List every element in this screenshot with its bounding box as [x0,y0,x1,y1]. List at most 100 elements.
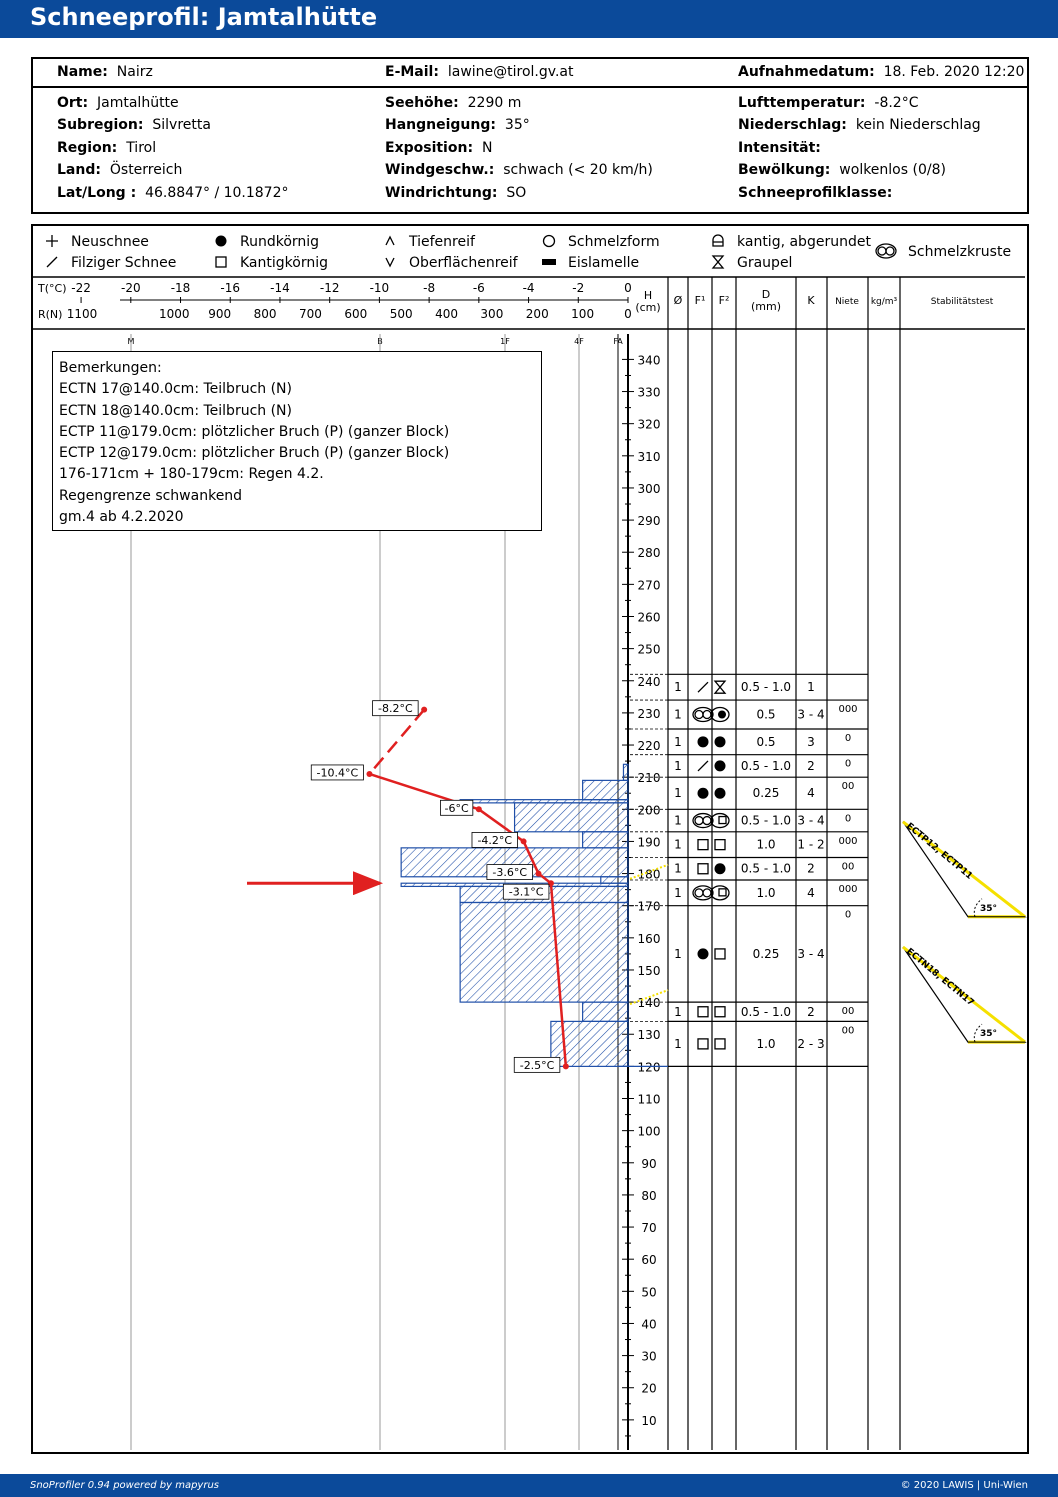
layer-niete: 000 [838,704,857,715]
double-circle-icon [702,709,712,720]
square-icon [697,838,709,851]
height-tick-label: 110 [638,1093,661,1107]
layer-d: 0.25 [753,786,780,800]
double-circle-icon [877,246,887,256]
layer-oe: 1 [674,1005,682,1019]
layer-k: 2 [807,1005,815,1019]
circle-square-icon [718,815,727,825]
circle-icon [542,234,556,248]
temperature-label-box [440,799,474,816]
square-icon [697,1006,709,1018]
r-tick-label: 1100 [67,307,98,321]
remarks-box: Bemerkungen: ECTN 17@140.0cm: Teilbruch … [52,351,542,531]
t-tick-label: -18 [171,281,191,295]
info-region: Region: Tirol [57,140,157,156]
height-tick-label: 210 [638,771,661,785]
r-tick-label: 500 [390,307,413,321]
legend-label: Kantigkörnig [240,255,328,271]
info-intensitaet: Intensität: [738,140,821,156]
square-icon [714,838,726,851]
angle-arc [973,898,983,917]
layer-k: 2 [807,862,815,876]
r-tick-label: 0 [624,307,632,321]
height-tick-label: 10 [641,1414,656,1428]
r-tick-label: 800 [254,307,277,321]
layer-niete: 00 [842,1006,855,1017]
temperature-segment [522,840,540,875]
filled-circle-icon [714,863,726,875]
double-circle-icon [885,246,895,256]
temperature-label: -3.6°C [492,866,527,879]
temperature-point [475,806,482,813]
r-tick-label: 200 [526,307,549,321]
height-tick-label: 240 [638,675,661,689]
temperature-point [421,706,428,713]
info-klasse: Schneeprofilklasse: [738,185,893,201]
height-tick-label: 70 [641,1221,656,1235]
legend-label: Tiefenreif [408,234,476,250]
graupel-icon [711,255,725,269]
temperature-label: -8.2°C [378,702,413,715]
info-bewoelkung: Bewölkung: wolkenlos (0/8) [738,162,946,178]
r-tick-label: 900 [208,307,231,321]
t-tick-label: 0 [624,281,632,295]
t-tick-label: -14 [270,281,290,295]
t-tick-label: -4 [523,281,535,295]
layer-k: 4 [807,786,815,800]
col-niete: Niete [835,297,859,307]
temperature-label-box [372,700,419,717]
filled-circle-icon [714,736,726,748]
square-icon [714,1006,726,1018]
legend-label: Eislamelle [568,255,639,271]
temperature-label: -6°C [445,802,469,815]
legend-label: Graupel [737,255,792,271]
remark-line: ECTP 12@179.0cm: plötzlicher Bruch (P) (… [59,445,450,462]
stability-height-marker [629,863,669,880]
caret-up-icon [385,235,395,246]
angle-arc [973,1023,983,1043]
height-tick-label: 290 [638,514,661,528]
bar-icon [542,259,556,265]
temperature-label-box [310,764,364,781]
h-axis-unit: (cm) [635,301,660,314]
filled-circle-icon [215,235,227,247]
double-circle-icon [702,815,712,826]
legend-label: kantig, abgerundet [737,234,871,250]
info-seehoehe: Seehöhe: 2290 m [385,95,522,111]
hardness-bar [582,1001,629,1022]
layer-k: 3 [807,735,815,749]
col-oe: Ø [674,294,683,307]
square-icon [714,1038,726,1050]
legend-label: Neuschnee [71,234,149,250]
temperature-label: -2.5°C [520,1059,555,1072]
layer-oe: 1 [674,759,682,773]
layer-k: 4 [807,886,815,900]
double-circle-icon [875,243,897,259]
layer-oe: 1 [674,735,682,749]
circle-dot-icon [718,710,726,719]
circle-square-icon [710,885,730,901]
t-tick-label: -6 [473,281,485,295]
col-d-unit: (mm) [751,300,781,313]
height-tick-label: 30 [641,1350,656,1364]
hardness-bar [513,802,629,833]
filled-circle-icon [714,760,726,772]
temperature-label-box [513,1056,561,1073]
footer-right: © 2020 LAWIS | Uni-Wien [900,1480,1028,1491]
height-tick-label: 190 [638,835,661,849]
double-circle-icon [692,706,714,723]
remark-line: ECTN 17@140.0cm: Teilbruch (N) [59,381,292,398]
height-tick-label: 220 [638,739,661,753]
height-tick-label: 160 [638,932,661,946]
info-windrichtung: Windrichtung: SO [385,185,527,201]
height-tick-label: 320 [638,418,661,432]
height-tick-label: 80 [641,1189,656,1203]
temperature-label: -10.4°C [317,766,359,779]
height-tick-label: 330 [638,386,661,400]
profile-frame [31,224,1029,1454]
col-f1: F¹ [695,294,706,307]
square-icon [697,1038,709,1050]
layer-d: 0.5 - 1.0 [741,759,791,773]
t-axis-label: T(°C) [37,282,66,295]
info-divider [33,86,1027,88]
